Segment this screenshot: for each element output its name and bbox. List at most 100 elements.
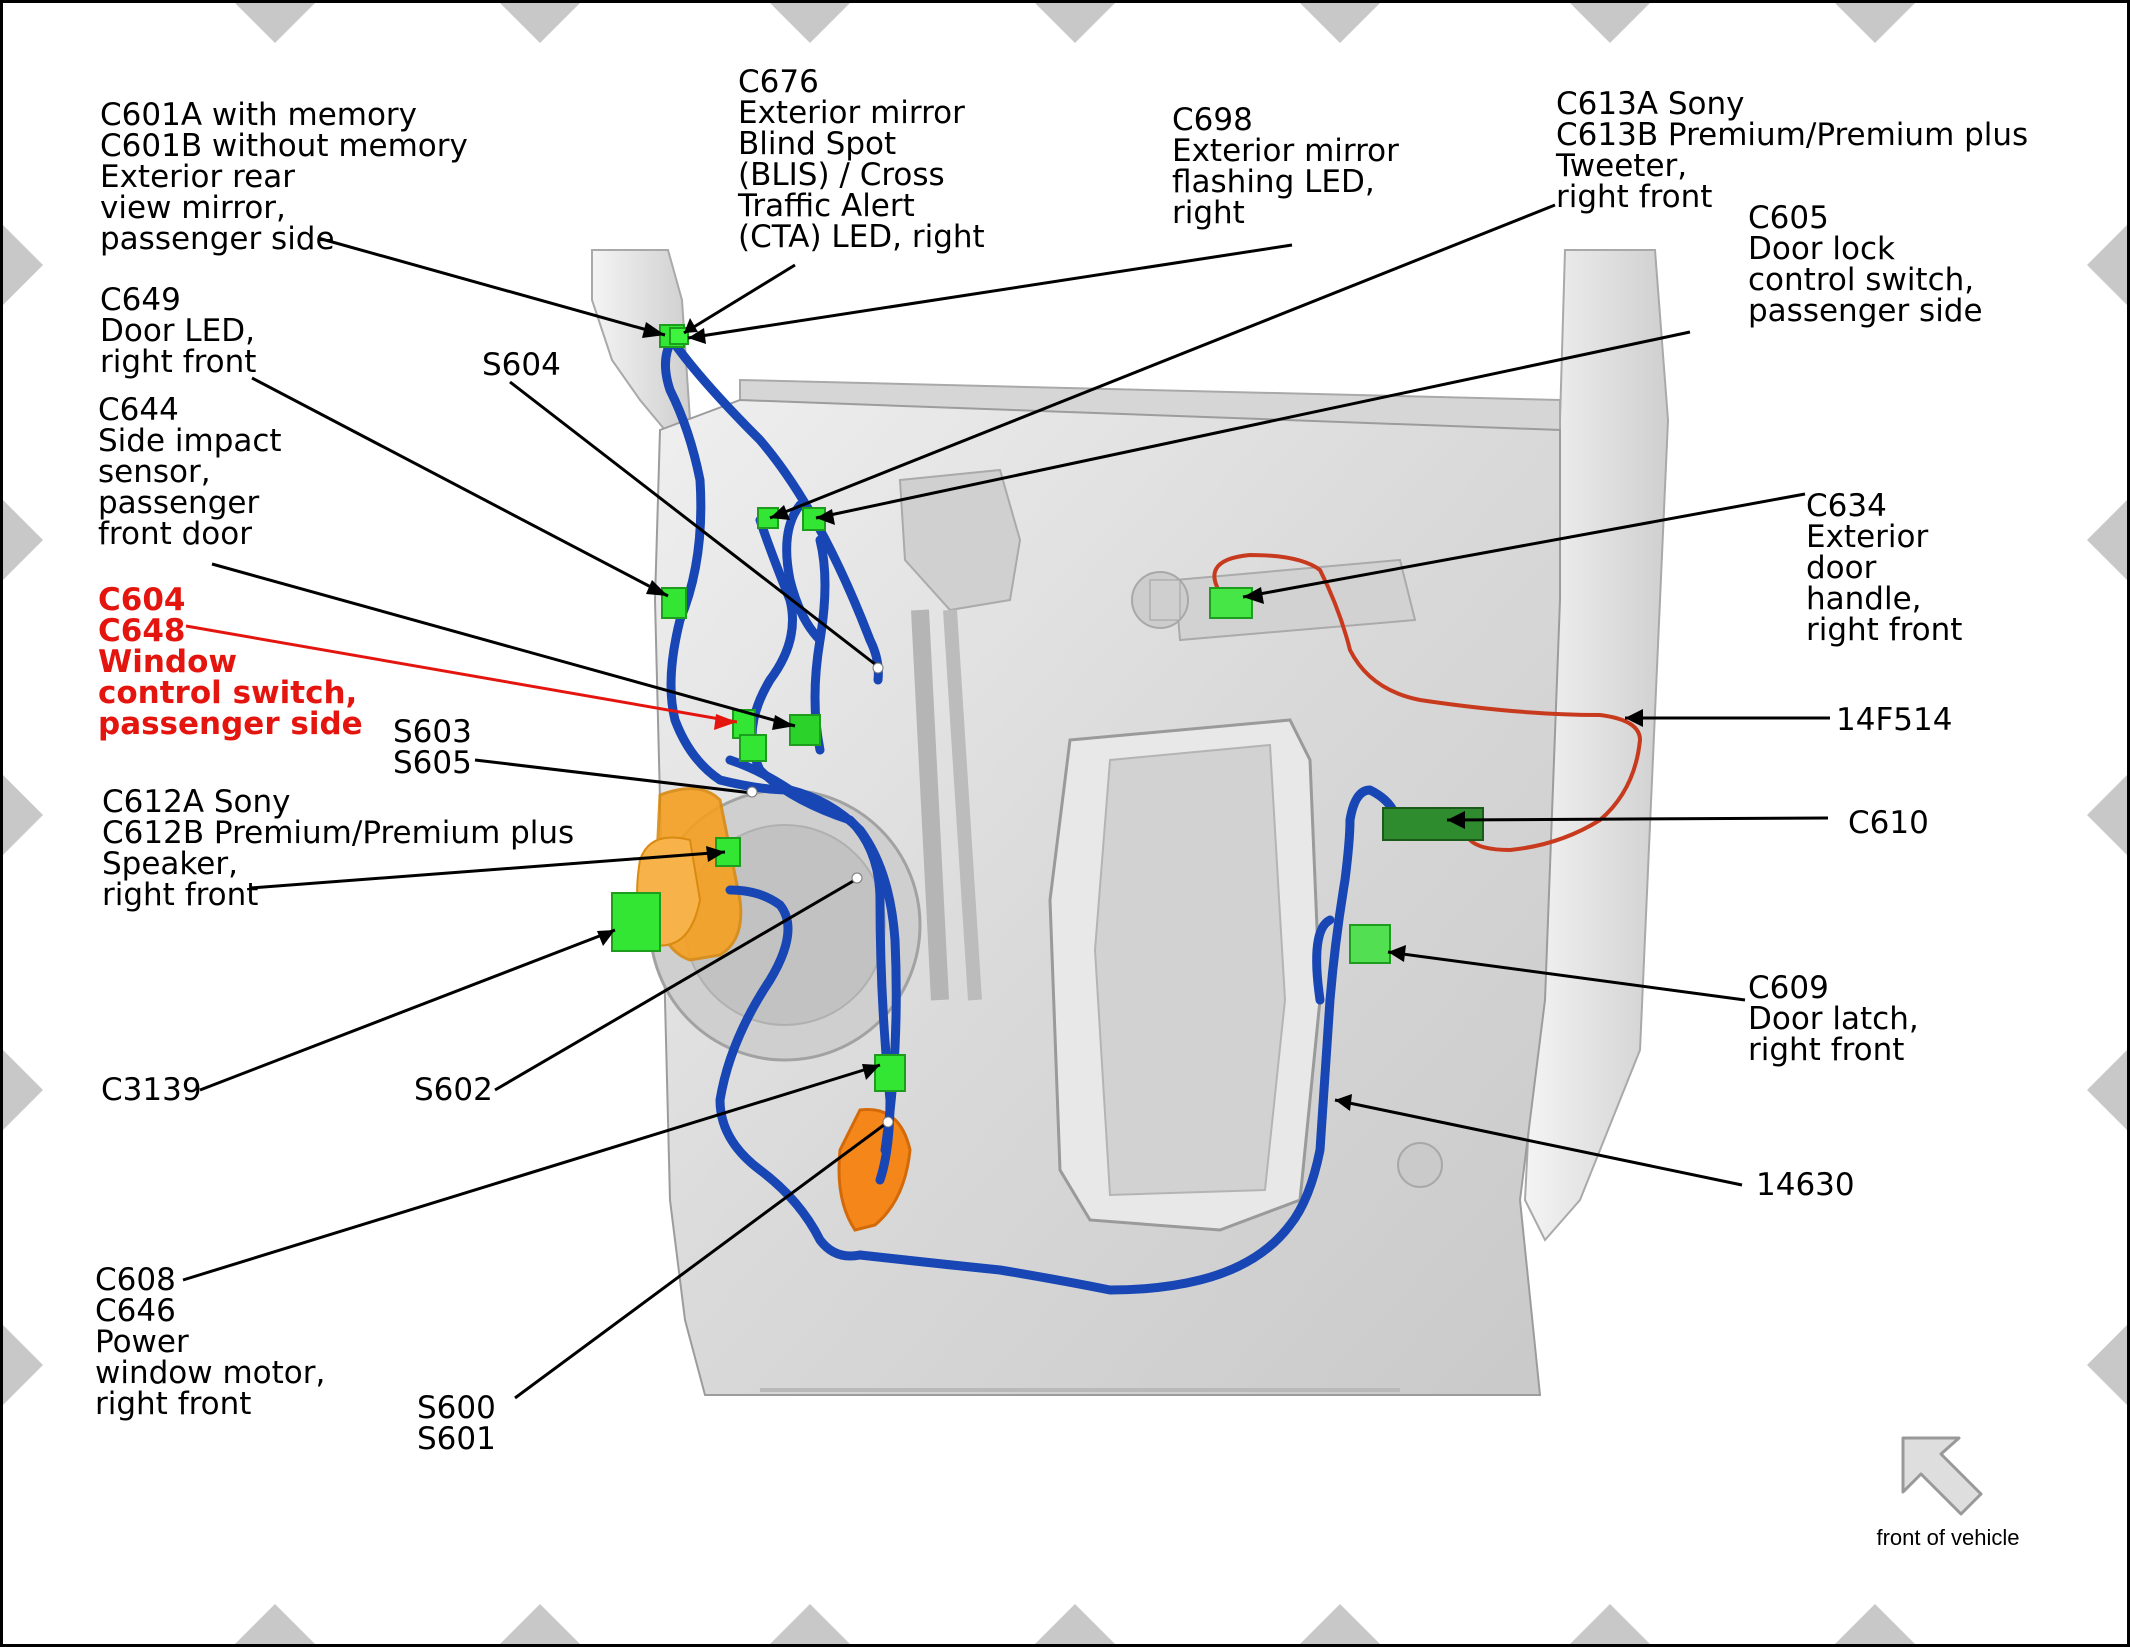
callout-h14f514: 14F514 (1836, 702, 1952, 738)
border-marker-right (2087, 1050, 2127, 1130)
connectors (611, 324, 1484, 1092)
callout-h14f514-line: 14F514 (1836, 702, 1952, 738)
connector-c609 (1349, 924, 1391, 964)
callout-c612-line: right front (102, 877, 258, 913)
border-marker-left (3, 775, 43, 855)
callout-s603-line: S605 (393, 745, 472, 781)
callout-s604-line: S604 (482, 347, 561, 383)
border-marker-top (1570, 3, 1650, 43)
callout-c634-line: right front (1806, 612, 1962, 648)
callout-c604-line: control switch, (98, 675, 357, 711)
callout-c644-line: sensor, (98, 454, 211, 490)
callout-c612-line: C612B Premium/Premium plus (102, 815, 574, 851)
connector-c610 (1382, 807, 1484, 841)
border-marker-top (770, 3, 850, 43)
callout-c676-line: Blind Spot (738, 126, 896, 162)
splice-s603 (746, 786, 758, 798)
callout-s604: S604 (482, 347, 561, 383)
callout-c601-line: view mirror, (100, 190, 286, 226)
callout-c634-line: Exterior (1806, 519, 1928, 555)
connector-c648 (739, 734, 767, 762)
arrow-up-left-icon (1901, 1436, 1983, 1516)
callout-c613-line: right front (1556, 179, 1712, 215)
border-marker-bottom (1835, 1604, 1915, 1644)
callout-c644-line: C644 (98, 392, 179, 428)
border-marker-right (2087, 500, 2127, 580)
callout-c644-line: front door (98, 516, 252, 552)
callout-c649-line: right front (100, 344, 256, 380)
callout-s600-line: S600 (417, 1390, 496, 1426)
splice-s602 (851, 872, 863, 884)
callout-c613-line: Tweeter, (1555, 148, 1687, 184)
callout-c601-line: C601B without memory (100, 128, 468, 164)
border-marker-left (3, 500, 43, 580)
callout-c634-line: handle, (1806, 581, 1922, 617)
border-marker-top (1035, 3, 1115, 43)
connector-c649 (661, 587, 687, 619)
callout-s602-line: S602 (414, 1072, 493, 1108)
callout-c676-line: (CTA) LED, right (738, 219, 985, 255)
callout-s603-line: S603 (393, 714, 472, 750)
leader-lines (182, 203, 1830, 1400)
callout-c3139-line: C3139 (101, 1072, 202, 1108)
border-marker-top (1300, 3, 1380, 43)
callout-s600-line: S601 (417, 1421, 496, 1457)
callout-c698-line: C698 (1172, 102, 1253, 138)
callout-c609-line: Door latch, (1748, 1001, 1919, 1037)
callout-c676-line: Traffic Alert (737, 188, 915, 224)
callout-h14630: 14630 (1756, 1167, 1855, 1203)
callout-c605-line: C605 (1748, 200, 1829, 236)
callout-c613-line: C613A Sony (1556, 86, 1745, 122)
connector-c612 (715, 837, 741, 867)
orientation-label: front of vehicle (1876, 1525, 2019, 1550)
callout-c601-line: Exterior rear (100, 159, 295, 195)
connector-c634 (1209, 587, 1253, 619)
callout-c676-line: C676 (738, 64, 819, 100)
border-marker-right (2087, 775, 2127, 855)
callout-c604-line: C648 (98, 613, 185, 649)
callout-c608-line: right front (95, 1386, 251, 1422)
callout-c601-line: passenger side (100, 221, 335, 257)
callout-c644-line: Side impact (98, 423, 282, 459)
callout-c605-line: Door lock (1748, 231, 1895, 267)
border-marker-right (2087, 225, 2127, 305)
callout-c3139: C3139 (101, 1072, 202, 1108)
callout-c604-line: passenger side (98, 706, 363, 742)
callout-c612-line: Speaker, (102, 846, 238, 882)
callout-c609-line: right front (1748, 1032, 1904, 1068)
callout-c608-line: window motor, (95, 1355, 325, 1391)
callout-c634-line: door (1806, 550, 1877, 586)
border-marker-right (2087, 1325, 2127, 1405)
border-marker-top (235, 3, 315, 43)
orientation-indicator: front of vehicle (1876, 1436, 2020, 1550)
harness-14f514 (1212, 552, 1643, 853)
border-marker-left (3, 1050, 43, 1130)
border-marker-bottom (1570, 1604, 1650, 1644)
callout-c612-line: C612A Sony (102, 784, 291, 820)
callout-c698-line: right (1172, 195, 1245, 231)
border-marker-bottom (770, 1604, 850, 1644)
splice-points (746, 662, 894, 1128)
callout-c609-line: C609 (1748, 970, 1829, 1006)
callout-c613-line: C613B Premium/Premium plus (1556, 117, 2028, 153)
speaker-component (636, 787, 743, 962)
callout-c604-line: Window (98, 644, 237, 680)
callout-c610: C610 (1848, 805, 1929, 841)
callout-c610-line: C610 (1848, 805, 1929, 841)
callout-h14630-line: 14630 (1756, 1167, 1855, 1203)
splice-s604 (872, 662, 884, 674)
callout-c698-line: flashing LED, (1172, 164, 1375, 200)
border-marker-bottom (1035, 1604, 1115, 1644)
